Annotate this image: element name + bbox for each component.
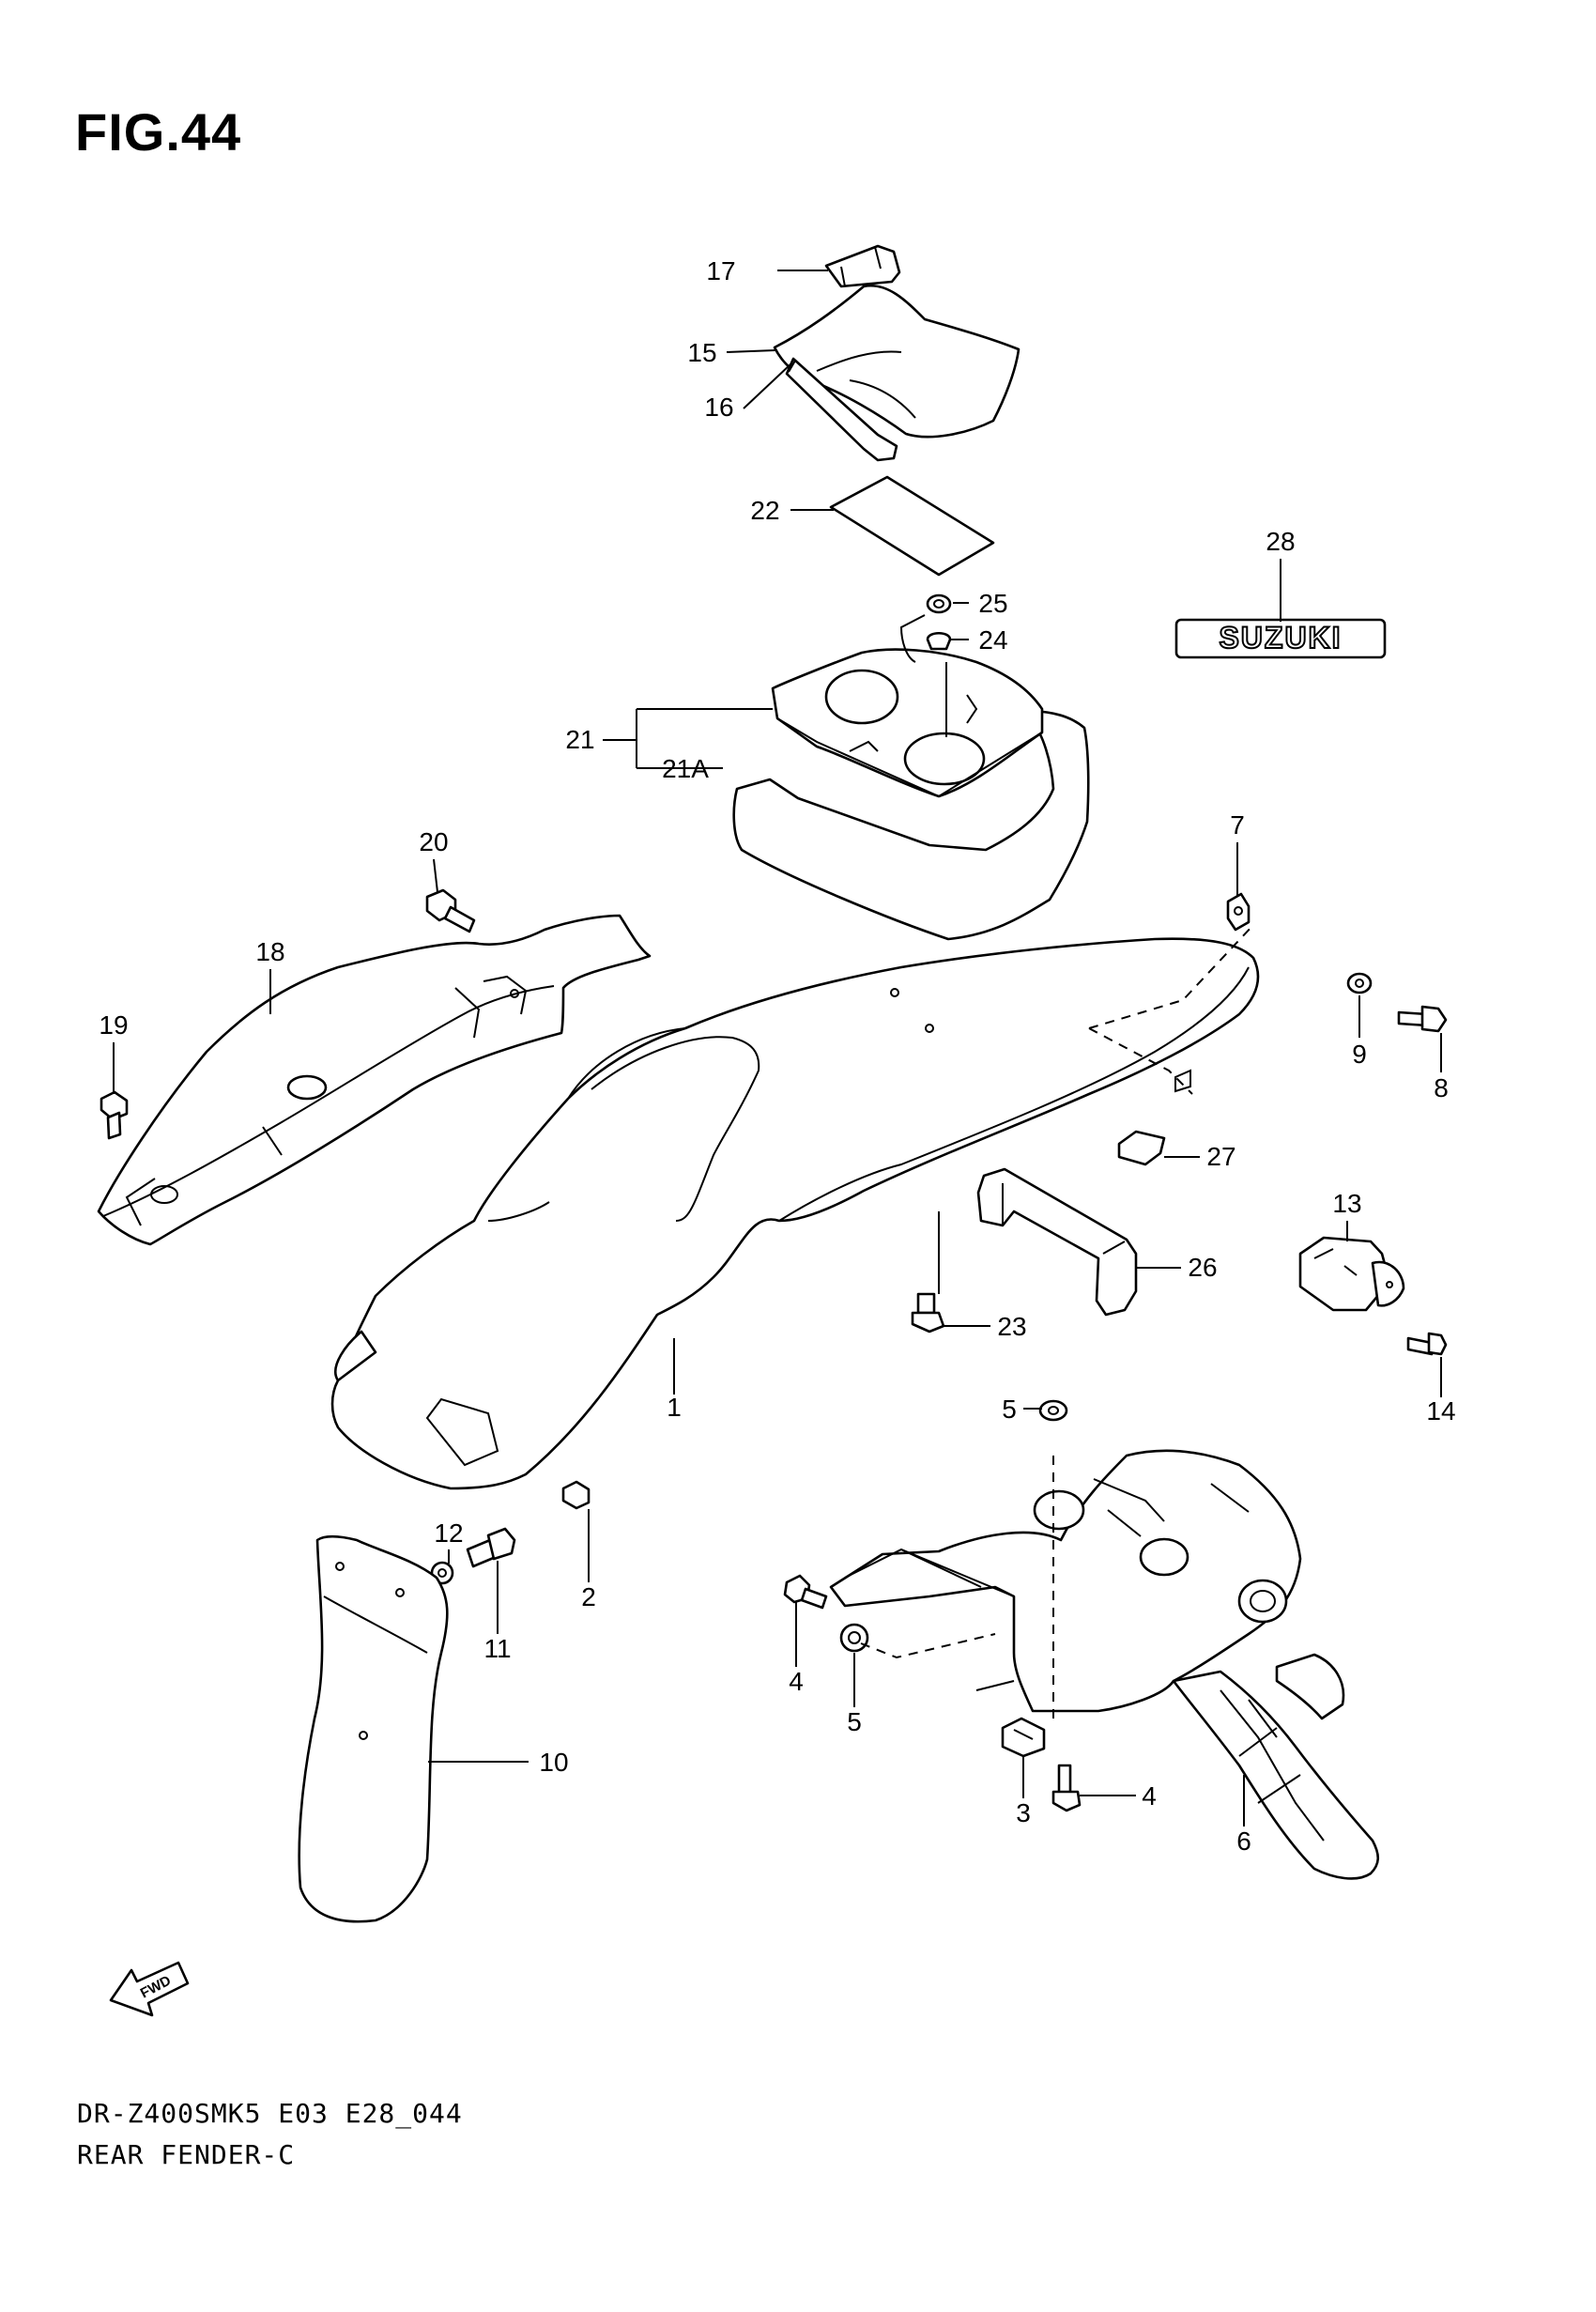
callout-23: 23 bbox=[997, 1312, 1026, 1341]
part-11-bolt[interactable] bbox=[466, 1527, 516, 1568]
part-10-mud-flap[interactable] bbox=[298, 1534, 449, 1923]
callout-10: 10 bbox=[539, 1748, 568, 1777]
figure-title: FIG.44 bbox=[75, 102, 242, 162]
callout-9: 9 bbox=[1352, 1040, 1367, 1069]
callout-18: 18 bbox=[255, 937, 284, 966]
part-16-wrench[interactable] bbox=[785, 357, 898, 462]
part-2-bolt[interactable] bbox=[561, 1480, 591, 1510]
callout-14: 14 bbox=[1426, 1396, 1455, 1426]
part-25-nut[interactable] bbox=[926, 593, 952, 614]
callout-1: 1 bbox=[667, 1393, 682, 1422]
callout-13: 13 bbox=[1332, 1189, 1361, 1218]
callout-3: 3 bbox=[1016, 1798, 1031, 1827]
part-18-side-cover[interactable] bbox=[97, 914, 652, 1246]
part-5-collar-lower[interactable] bbox=[839, 1623, 869, 1653]
callout-labels: 17 15 16 22 28 25 24 21 21A 7 20 18 19 9… bbox=[99, 256, 1455, 1856]
part-21-tool-tray[interactable] bbox=[732, 614, 1090, 941]
section-name-footer: REAR FENDER-C bbox=[77, 2139, 296, 2170]
part-22-sheet[interactable] bbox=[829, 475, 995, 577]
part-14-screw[interactable] bbox=[1406, 1332, 1448, 1356]
callout-20: 20 bbox=[419, 827, 448, 856]
part-9-washer[interactable] bbox=[1346, 972, 1373, 994]
callout-2: 2 bbox=[581, 1582, 596, 1611]
callout-15: 15 bbox=[687, 338, 716, 367]
part-24-grommet[interactable] bbox=[926, 631, 952, 651]
part-13-connector[interactable] bbox=[1298, 1236, 1405, 1312]
part-5-washer-upper[interactable] bbox=[1038, 1399, 1068, 1422]
callout-24: 24 bbox=[978, 625, 1007, 655]
part-15-tool-bag[interactable] bbox=[773, 284, 1021, 439]
part-27-pad[interactable] bbox=[1117, 1130, 1166, 1166]
part-4-bolt-lower[interactable] bbox=[1051, 1764, 1082, 1812]
callout-25: 25 bbox=[978, 589, 1007, 618]
callout-6: 6 bbox=[1236, 1826, 1251, 1856]
callout-21: 21 bbox=[565, 725, 594, 754]
part-28-suzuki-emblem[interactable]: SUZUKI bbox=[1174, 618, 1387, 659]
callout-28: 28 bbox=[1266, 527, 1295, 556]
part-20-bolt[interactable] bbox=[425, 888, 476, 933]
part-19-bolt[interactable] bbox=[100, 1090, 129, 1140]
leader-lines bbox=[113, 270, 1442, 1826]
part-1-rear-fender[interactable] bbox=[330, 924, 1260, 1490]
part-8-bolt[interactable] bbox=[1397, 1005, 1448, 1033]
callout-17: 17 bbox=[706, 256, 735, 285]
callout-11: 11 bbox=[483, 1634, 511, 1663]
callout-21A: 21A bbox=[662, 754, 709, 783]
part-26-handle[interactable] bbox=[976, 1167, 1138, 1317]
part-3-clip-nut[interactable] bbox=[1001, 1717, 1046, 1758]
suzuki-logo-text: SUZUKI bbox=[1219, 621, 1342, 655]
callout-26: 26 bbox=[1188, 1253, 1217, 1282]
part-17-strap[interactable] bbox=[824, 244, 901, 288]
model-code-footer: DR-Z400SMK5 E03 E28_044 bbox=[77, 2098, 463, 2129]
callout-5-upper: 5 bbox=[1002, 1395, 1017, 1424]
forward-direction-arrow-icon: FWD bbox=[109, 1961, 190, 2017]
callout-4-left: 4 bbox=[789, 1667, 804, 1696]
callout-19: 19 bbox=[99, 1010, 128, 1040]
callout-7: 7 bbox=[1230, 810, 1245, 840]
part-23-screw[interactable] bbox=[911, 1292, 945, 1333]
callout-5-lower: 5 bbox=[847, 1707, 862, 1736]
part-4-bolt-left[interactable] bbox=[783, 1574, 828, 1610]
callout-16: 16 bbox=[704, 393, 733, 422]
callout-27: 27 bbox=[1206, 1142, 1235, 1171]
callout-4-lower: 4 bbox=[1142, 1781, 1157, 1811]
callout-12: 12 bbox=[434, 1518, 463, 1548]
part-7-clip[interactable] bbox=[1226, 892, 1251, 932]
callout-8: 8 bbox=[1434, 1073, 1449, 1102]
part-6-frame-bracket[interactable] bbox=[829, 1449, 1380, 1880]
callout-22: 22 bbox=[750, 496, 779, 525]
